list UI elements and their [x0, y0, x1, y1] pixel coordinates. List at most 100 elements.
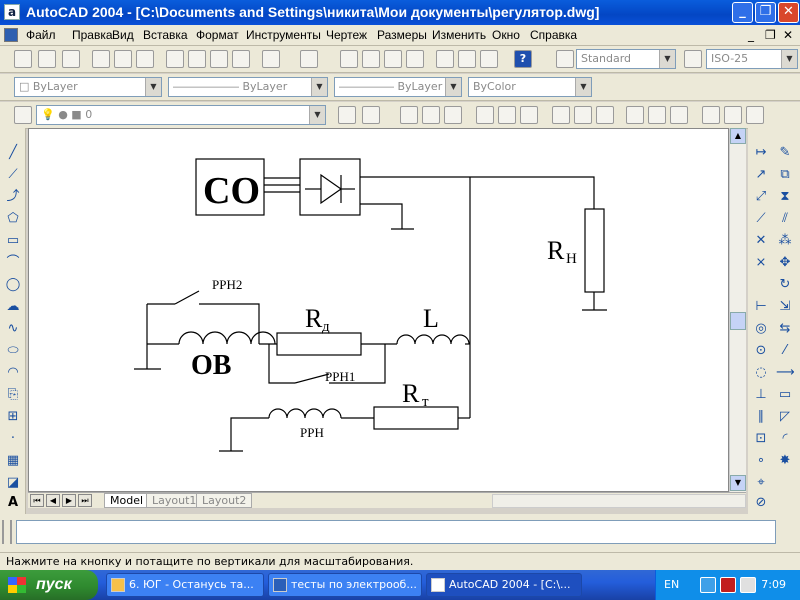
extend-icon[interactable]: ⟶ [776, 365, 795, 380]
osnap-parallel-icon[interactable]: ∥ [757, 409, 765, 424]
undo-icon[interactable] [262, 50, 280, 68]
coil-ov[interactable] [178, 331, 276, 345]
keyboard-layout-icon[interactable] [720, 577, 736, 593]
dim-aligned-side-icon[interactable]: ↗ [755, 167, 767, 182]
save-icon[interactable] [62, 50, 80, 68]
text-style-icon[interactable] [556, 50, 574, 68]
menu-window[interactable]: Окно [492, 28, 520, 42]
region-icon[interactable]: ◪ [6, 475, 20, 490]
mirror-icon[interactable]: ⧗ [780, 189, 790, 204]
copy-object-icon[interactable]: ⧉ [780, 167, 790, 182]
restore-button[interactable]: ❐ [755, 2, 776, 23]
offset-icon[interactable]: ⫽ [782, 211, 788, 226]
start-button[interactable]: пуск [0, 570, 98, 600]
scroll-down-icon[interactable]: ▼ [730, 475, 746, 491]
osnap-center-icon[interactable]: ⊙ [755, 343, 767, 358]
last-tab-icon[interactable]: ⏭ [78, 494, 92, 507]
command-grip[interactable] [2, 520, 12, 544]
osnap-insert-icon[interactable]: ⊡ [755, 431, 767, 446]
next-tab-icon[interactable]: ▶ [62, 494, 76, 507]
doc-close-icon[interactable]: ✕ [783, 28, 794, 42]
text-style-select[interactable]: Standard▼ [576, 49, 676, 69]
horizontal-scrollbar[interactable] [492, 494, 746, 508]
resistor-rn[interactable] [584, 208, 605, 293]
ellipse-arc-icon[interactable]: ◠ [7, 365, 19, 380]
copy-icon[interactable] [188, 50, 206, 68]
open-icon[interactable] [38, 50, 56, 68]
construction-line-icon[interactable]: ⟋ [8, 167, 18, 182]
dim-style-icon[interactable] [684, 50, 702, 68]
multiline-text-icon[interactable]: A [7, 495, 19, 510]
dim-linear-side-icon[interactable]: ↦ [755, 145, 767, 160]
first-tab-icon[interactable]: ⏮ [30, 494, 44, 507]
array-icon[interactable]: ⁂ [778, 233, 792, 248]
menu-file[interactable]: Файл [26, 28, 56, 42]
osnap-tangent-icon[interactable]: ◌ [755, 365, 767, 380]
menu-tools[interactable]: Инструменты [246, 28, 321, 42]
paste-icon[interactable] [210, 50, 228, 68]
menu-format[interactable]: Формат [196, 28, 239, 42]
resistor-rd[interactable] [276, 332, 362, 356]
coil-pph[interactable] [268, 408, 342, 419]
document-icon[interactable] [4, 28, 18, 42]
diameter-dim-icon[interactable] [498, 106, 516, 124]
dim-text-edit-icon[interactable] [724, 106, 742, 124]
make-block-icon[interactable]: ⊞ [7, 409, 19, 424]
linetype-select[interactable]: ―――――― ByLayer▼ [168, 77, 328, 97]
stretch-icon[interactable]: ⇆ [779, 321, 791, 336]
quick-leader-icon[interactable] [626, 106, 644, 124]
osnap-none-icon[interactable]: ⊘ [755, 495, 767, 510]
cut-icon[interactable] [166, 50, 184, 68]
point-icon[interactable]: · [10, 431, 16, 446]
zoom-realtime-icon[interactable] [362, 50, 380, 68]
help-icon[interactable]: ? [514, 50, 532, 68]
menu-help[interactable]: Справка [530, 28, 578, 42]
aligned-dim-icon[interactable] [422, 106, 440, 124]
pan-icon[interactable] [340, 50, 358, 68]
radius-dim-icon[interactable] [476, 106, 494, 124]
menu-insert[interactable]: Вставка [143, 28, 188, 42]
new-icon[interactable] [14, 50, 32, 68]
tab-model[interactable]: Model [104, 493, 150, 508]
coil-l[interactable] [396, 334, 470, 345]
dim-edit-icon[interactable] [702, 106, 720, 124]
prev-tab-icon[interactable]: ◀ [46, 494, 60, 507]
zoom-window-icon[interactable] [384, 50, 402, 68]
scale-icon[interactable]: ⇲ [779, 299, 791, 314]
tolerance-icon[interactable] [648, 106, 666, 124]
polygon-icon[interactable]: ⬠ [7, 211, 19, 226]
doc-minimize-icon[interactable]: _ [748, 28, 754, 42]
diode-block[interactable] [299, 158, 361, 216]
doc-restore-icon[interactable]: ❐ [765, 28, 776, 42]
osnap-perpendicular-icon[interactable]: ⊥ [755, 387, 767, 402]
dim-angular-side-icon[interactable]: ⨯ [755, 255, 767, 270]
plot-icon[interactable] [92, 50, 110, 68]
match-properties-icon[interactable] [232, 50, 250, 68]
zoom-previous-icon[interactable] [406, 50, 424, 68]
plot-style-select[interactable]: ByColor▼ [468, 77, 592, 97]
chamfer-icon[interactable]: ◸ [780, 409, 790, 424]
dim-ordinate-side-icon[interactable]: ⤢ [755, 189, 767, 204]
ellipse-icon[interactable]: ⬭ [7, 343, 19, 358]
network-icon[interactable] [700, 577, 716, 593]
layer-select[interactable]: 💡 ● ■ 0▼ [36, 105, 326, 125]
dim-style-select[interactable]: ISO-25▼ [706, 49, 798, 69]
circle-icon[interactable]: ◯ [5, 277, 21, 292]
task-autocad[interactable]: AutoCAD 2004 - [C:\... [426, 573, 582, 597]
menu-modify[interactable]: Изменить [432, 28, 487, 42]
dim-diameter-side-icon[interactable]: ✕ [755, 233, 767, 248]
scroll-thumb[interactable] [730, 312, 746, 330]
move-icon[interactable]: ✥ [779, 255, 791, 270]
spline-icon[interactable]: ∿ [7, 321, 19, 336]
ordinate-dim-icon[interactable] [444, 106, 462, 124]
rotate-icon[interactable]: ↻ [779, 277, 791, 292]
fillet-icon[interactable]: ◜ [782, 431, 788, 446]
task-music-player[interactable]: 6. ЮГ - Останусь та... [106, 573, 264, 597]
polyline-icon[interactable]: ⤴ [6, 189, 20, 204]
task-word-document[interactable]: тесты по электрооб... [268, 573, 422, 597]
language-indicator[interactable]: EN [664, 578, 680, 591]
command-line-input[interactable] [16, 520, 776, 544]
dim-update-icon[interactable] [746, 106, 764, 124]
tool-palettes-icon[interactable] [480, 50, 498, 68]
properties-icon[interactable] [436, 50, 454, 68]
